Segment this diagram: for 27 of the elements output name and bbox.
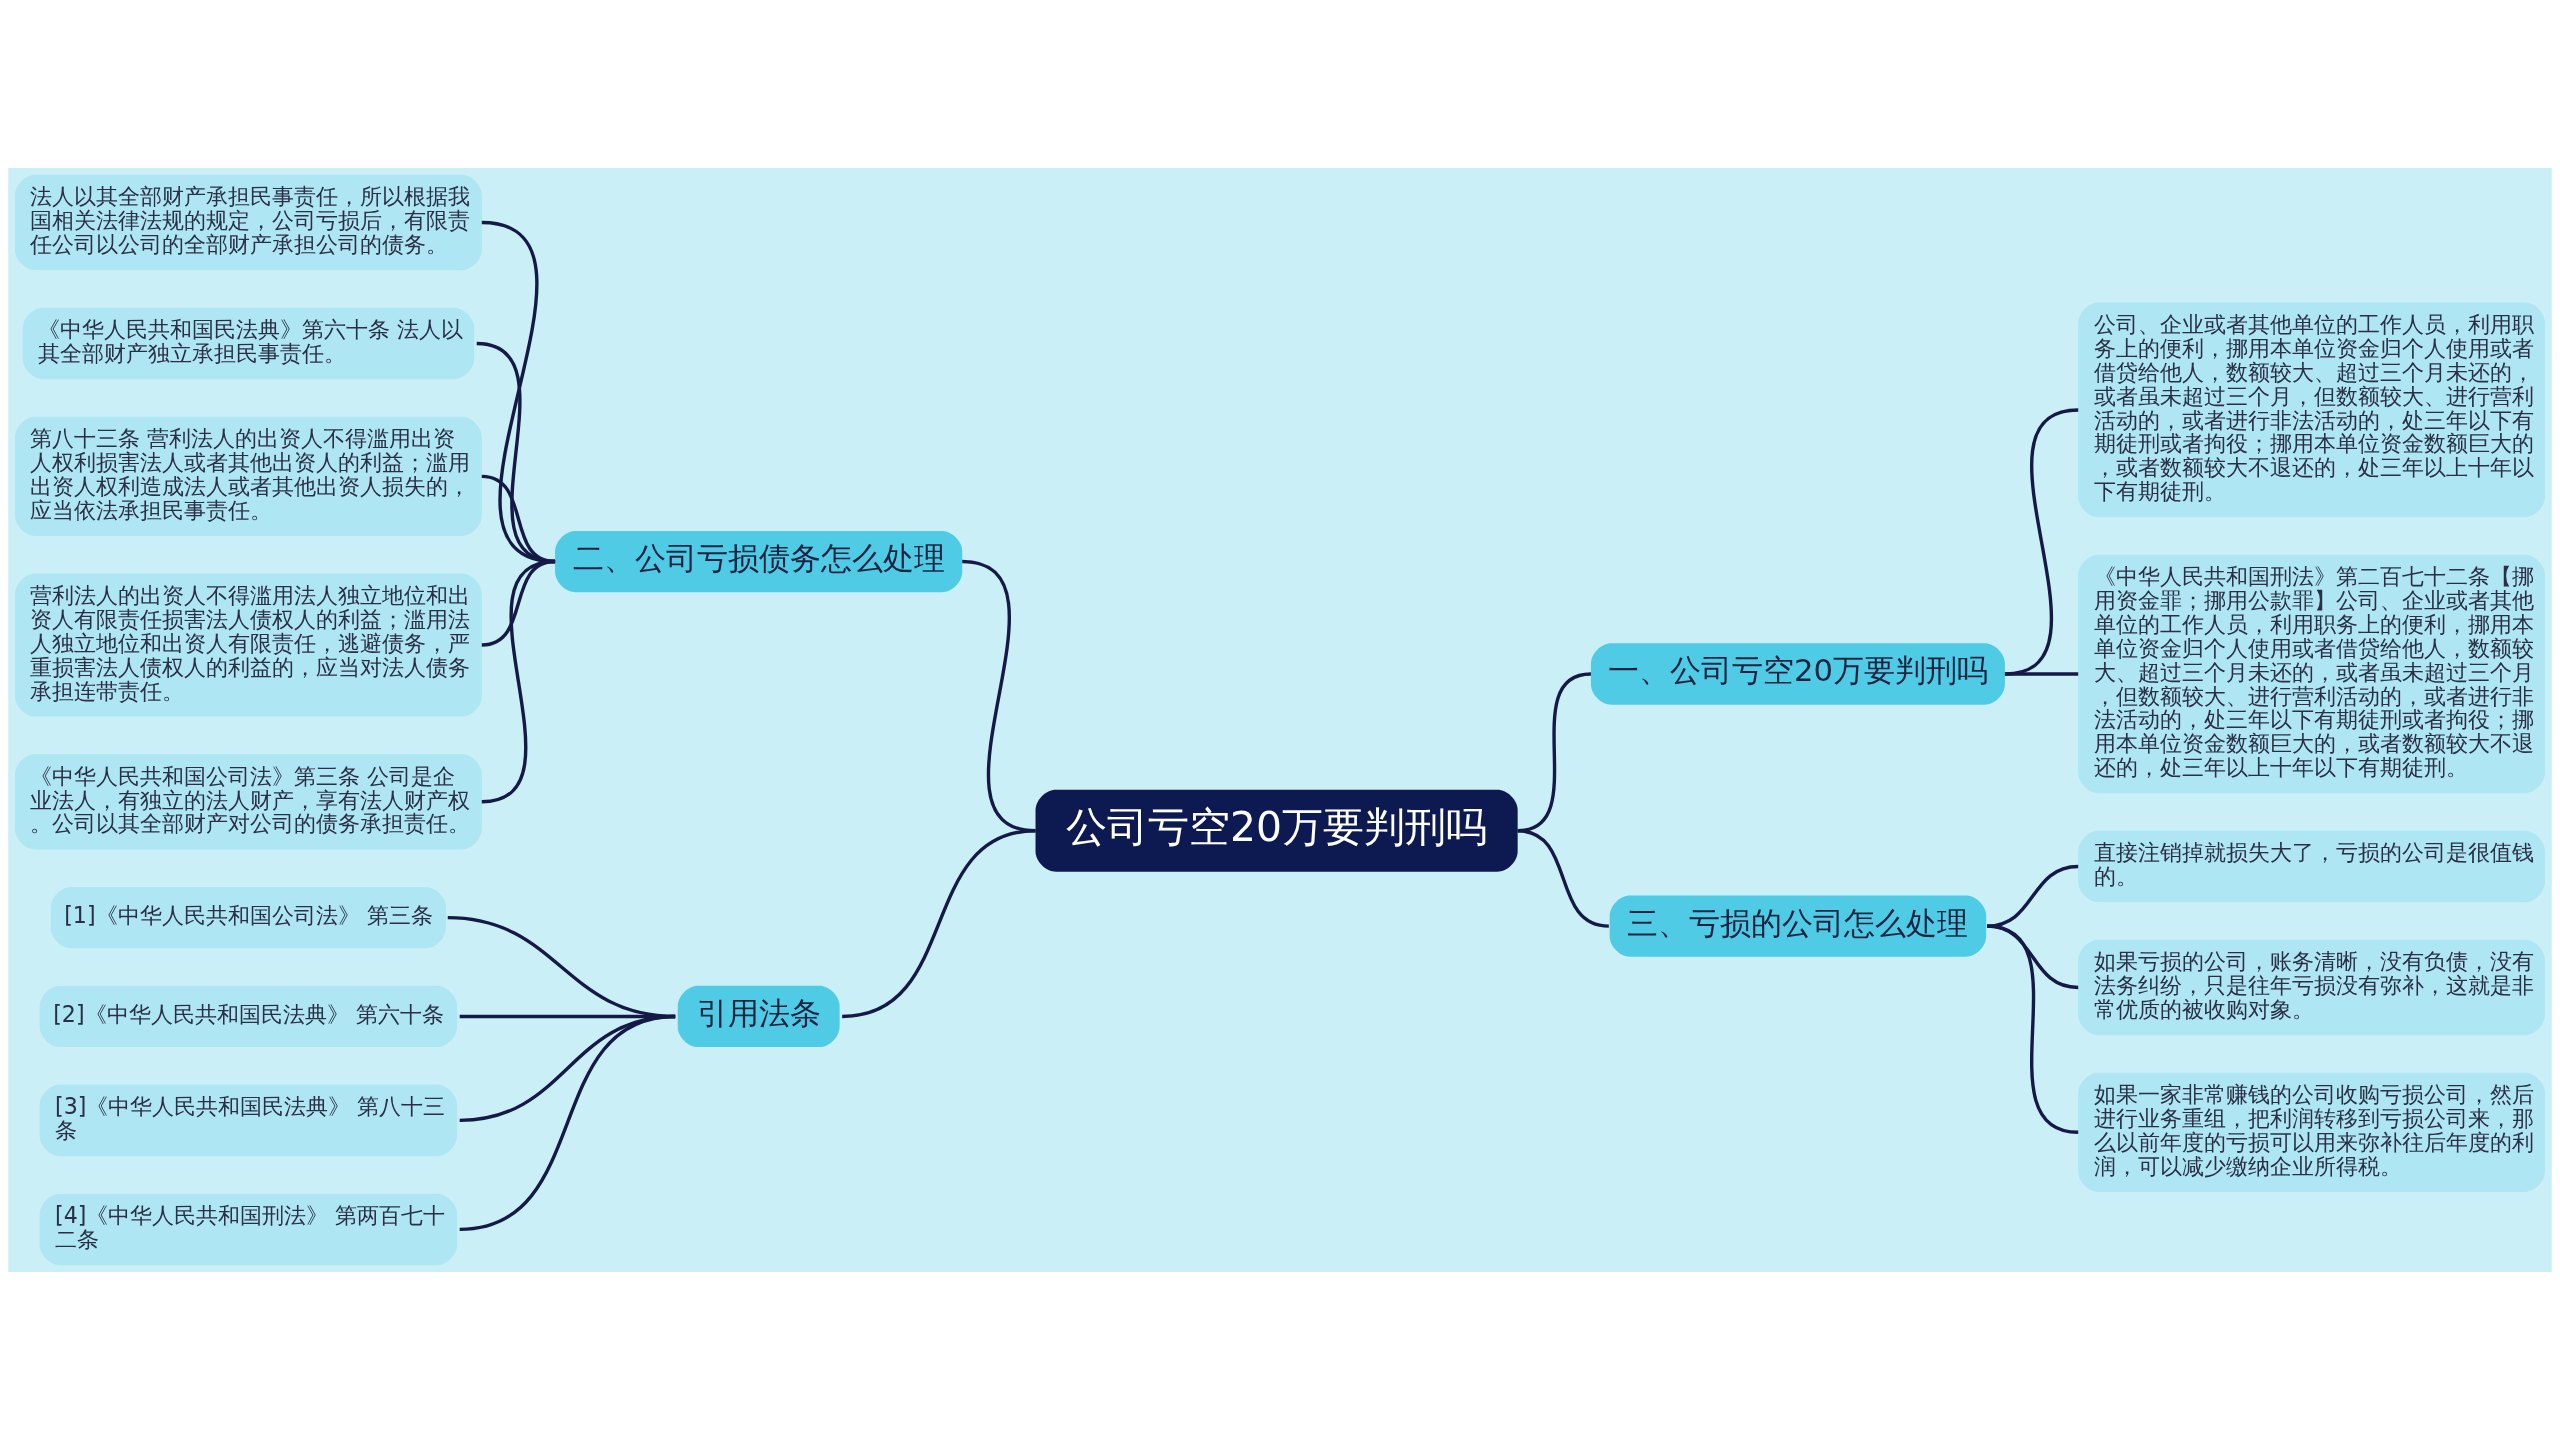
node-box: [2]《中华人民共和国民法典》 第六十条 [39, 985, 458, 1047]
connector [2004, 671, 2079, 676]
node-box: 法人以其全部财产承担民事责任，所以根据我国相关法律法规的规定，公司亏损后，有限责任公司以公司的全部财产承担公司的债务。 [15, 174, 482, 270]
node-box: 如果亏损的公司，账务清晰，没有负债，没有法务纠纷，只是往年亏损没有弥补，这就是非常优质的被收购对象。 [2078, 939, 2545, 1035]
node-box: 营利法人的出资人不得滥用法人独立地位和出资人有限责任损害法人债权人的利益；滥用法人独立地位和出资人有限责任，逃避债务，严重损害法人债权人的利益的，应当对法人债务承担连带责任。 [15, 573, 482, 717]
node-box: 《中华人民共和国公司法》第三条 公司是企业法人，有独立的法人财产，享有法人财产权。公司以其全部财产对公司的债务承担责任。 [15, 753, 482, 849]
node-box: 公司、企业或者其他单位的工作人员，利用职务上的便利，挪用本单位资金归个人使用或者借贷给他人，数额较大、超过三个月未还的，或者虽未超过三个月，但数额较大、进行营利活动的，或者进行非法活动的，处三年以下有期徒刑或者拘役；挪用本单位资金数额巨大的，或者数额较大不退还的，处三年以上十年以下有期徒刑。 [2078, 302, 2545, 517]
node-box: 《中华人民共和国刑法》第二百七十二条【挪用资金罪；挪用公款罪】公司、企业或者其他单位的工作人员，利用职务上的便利，挪用本单位资金归个人使用或者借贷给他人，数额较大、超过三个月未还的，或者虽未超过三个月，但数额较大、进行营利活动的，或者进行非法活动的，处三年以下有期徒刑或者拘役；挪用本单位资金数额巨大的，或者数额较大不退还的，处三年以上十年以下有期徒刑。 [2078, 554, 2545, 793]
connector [1517, 828, 1610, 928]
node-box: 公司亏空20万要判刑吗 [1035, 789, 1518, 872]
connector [841, 828, 1036, 1018]
node-box: 《中华人民共和国民法典》第六十条 法人以其全部财产独立承担民事责任。 [22, 307, 475, 379]
node-box: 二、公司亏损债务怎么处理 [555, 530, 963, 592]
node-box: [3]《中华人民共和国民法典》 第八十三条 [39, 1084, 458, 1156]
node-box: 如果一家非常赚钱的公司收购亏损公司，然后进行业务重组，把利润转移到亏损公司来，那么以前年度的亏损可以用来弥补往后年度的利润，可以减少缴纳企业所得税。 [2078, 1072, 2545, 1192]
connector [1986, 864, 2079, 928]
node-box: 三、亏损的公司怎么处理 [1609, 895, 1987, 957]
node-box: 引用法条 [677, 985, 840, 1047]
node-box: [4]《中华人民共和国刑法》 第两百七十二条 [39, 1193, 458, 1265]
node-box: 直接注销掉就损失大了，亏损的公司是很值钱的。 [2078, 830, 2545, 902]
connector [1986, 923, 2079, 1134]
node-box: 第八十三条 营利法人的出资人不得滥用出资人权利损害法人或者其他出资人的利益；滥用出资人权利造成法人或者其他出资人损失的，应当依法承担民事责任。 [15, 416, 482, 536]
connector [481, 559, 556, 803]
node-box: 一、公司亏空20万要判刑吗 [1590, 642, 2005, 705]
connector [459, 1014, 676, 1231]
node-box: [1]《中华人民共和国公司法》 第三条 [50, 886, 447, 948]
connector [2004, 407, 2079, 676]
